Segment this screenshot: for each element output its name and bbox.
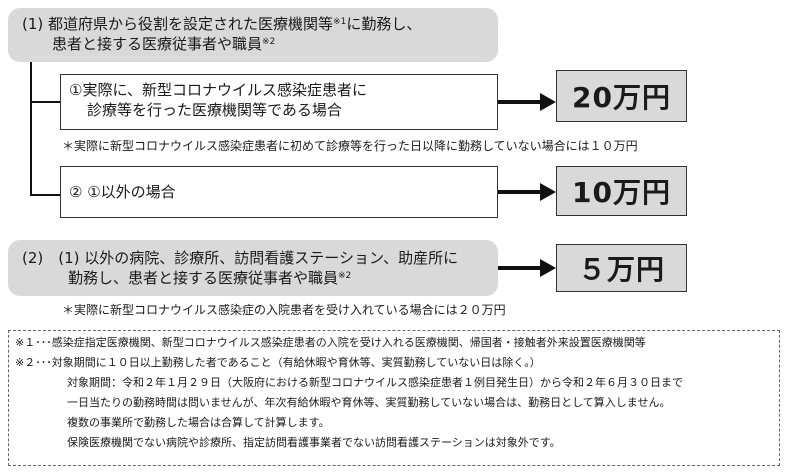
arrow-option2-head [540, 183, 556, 201]
arrow-category2-shaft [498, 266, 542, 270]
amount-5man-box: ５万円 [556, 244, 687, 292]
footnote-2-period: 対象期間：令和２年１月２９日（大阪府における新型コロナウイルス感染症患者１例目発… [67, 376, 683, 389]
category1-line2: 患者と接する医療従事者や職員※2 [52, 35, 276, 53]
footnote-2-excluded: 保険医療機関でない病院や診療所、指定訪問看護事業者でない訪問看護ステーションは対… [67, 436, 561, 449]
option2-box: ② ①以外の場合 [60, 166, 498, 218]
arrow-option1-shaft [498, 100, 542, 104]
category2-note: ＊実際に新型コロナウイルス感染症の入院患者を受け入れている場合には２０万円 [62, 303, 506, 317]
category2-line1: (2) (1) 以外の病院、診療所、訪問看護ステーション、助産所に [22, 249, 459, 267]
arrow-category2-head [540, 259, 556, 277]
category1-box: (1) 都道府県から役割を設定された医療機関等※1に勤務し、 患者と接する医療従… [8, 8, 498, 62]
arrow-option1-head [540, 93, 556, 111]
footnote-ref-2b: ※2 [338, 271, 352, 281]
footnote-1: ※１･･･感染症指定医療機関、新型コロナウイルス感染症患者の入院を受け入れる医療… [15, 336, 646, 349]
amount-5man: ５万円 [577, 253, 665, 286]
amount-10man-box: 10万円 [556, 166, 687, 216]
category1-line1: (1) 都道府県から役割を設定された医療機関等※1に勤務し、 [22, 15, 422, 33]
connector-vertical [30, 62, 32, 196]
connector-to-option2 [30, 194, 60, 196]
footnote-ref-2: ※2 [262, 37, 276, 47]
option1-note: ＊実際に新型コロナウイルス感染症患者に初めて診療等を行った日以降に勤務していない… [62, 139, 638, 153]
footnote-2-multi: 複数の事業所で勤務した場合は合算して計算します。 [67, 416, 330, 429]
option2-label: ② ①以外の場合 [69, 183, 176, 201]
footnotes-box: ※１･･･感染症指定医療機関、新型コロナウイルス感染症患者の入院を受け入れる医療… [8, 330, 780, 466]
option1-box: ①実際に、新型コロナウイルス感染症患者に 診療等を行った医療機関等である場合 [60, 74, 498, 130]
option1-line2: 診療等を行った医療機関等である場合 [87, 101, 342, 119]
footnote-2-hours: 一日当たりの勤務時間は問いませんが、年次有給休暇や育休等、実質勤務していない場合… [67, 396, 671, 409]
category2-box: (2) (1) 以外の病院、診療所、訪問看護ステーション、助産所に 勤務し、患者… [8, 240, 498, 296]
amount-10man: 10万円 [572, 176, 671, 209]
footnote-2: ※２･･･対象期間に１０日以上勤務した者であること（有給休暇や育休等、実質勤務し… [15, 356, 541, 369]
footnote-ref-1: ※1 [333, 17, 347, 27]
amount-20man-box: 20万円 [556, 70, 687, 122]
connector-to-option1 [30, 101, 60, 103]
option1-line1: ①実際に、新型コロナウイルス感染症患者に [69, 81, 367, 99]
category2-line2: 勤務し、患者と接する医療従事者や職員※2 [68, 269, 352, 287]
arrow-option2-shaft [498, 190, 542, 194]
amount-20man: 20万円 [572, 81, 671, 114]
